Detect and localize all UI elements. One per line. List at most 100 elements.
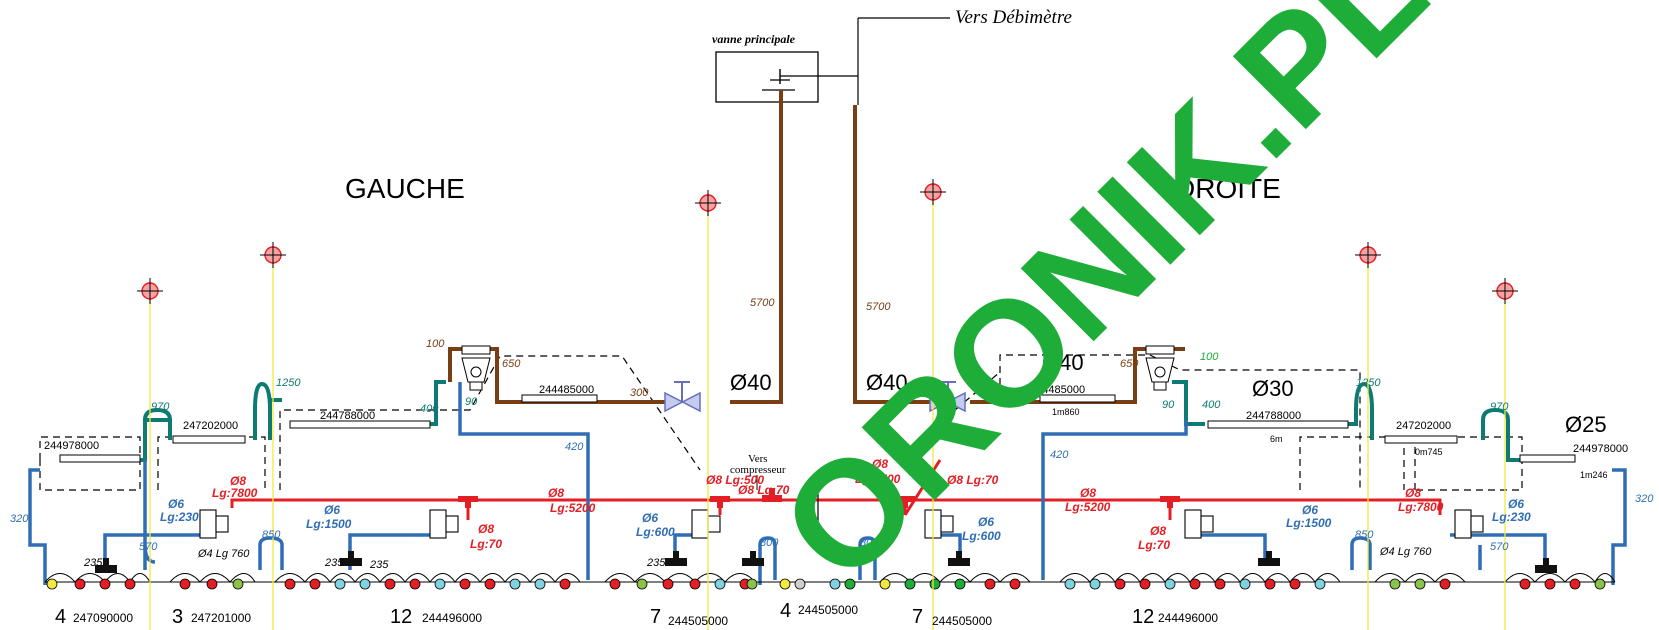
length-420-left: 420	[565, 441, 584, 453]
blue-o6-600-right: Ø6	[978, 515, 994, 529]
reference-lines	[149, 195, 1506, 630]
length-850-right: 850	[1355, 529, 1374, 541]
red-lg7800-right: Lg:7800	[1398, 500, 1444, 514]
cylinders	[59, 394, 1576, 463]
blue-lg600-right: Lg:600	[962, 529, 1001, 543]
red-o8-70-right-small: Ø8	[1150, 524, 1166, 538]
part-244485000-left: 244485000	[539, 384, 594, 396]
target-markers	[137, 179, 1518, 304]
length-800-left: 800	[760, 537, 779, 549]
side-title-left: GAUCHE	[345, 173, 465, 204]
length-1250-right: 1250	[1356, 377, 1381, 389]
red-o8-5200-left: Ø8	[548, 486, 564, 500]
length-800-right: 800	[860, 537, 879, 549]
blue-lg600-left: Lg:600	[636, 525, 675, 539]
compressor-label-line2: compresseur	[730, 464, 786, 476]
target-icon	[695, 190, 721, 216]
length-235-b: 235	[324, 557, 344, 569]
brown-main-pipes	[448, 90, 1185, 404]
part-247202000-left: 247202000	[183, 420, 238, 432]
group-count-4: 7	[650, 606, 661, 628]
length-570-right: 570	[1490, 541, 1509, 553]
red-o8-3500: Ø8	[872, 457, 888, 471]
part-244978000-left: 244978000	[44, 440, 99, 452]
length-5700-right: 5700	[866, 301, 891, 313]
blue-o6-600-left: Ø6	[642, 511, 658, 525]
group-ref-7: 244496000	[1158, 611, 1218, 625]
side-title-right: DROITE	[1175, 173, 1281, 204]
length-970-right: 970	[1490, 401, 1509, 413]
o4-left: Ø4 Lg 760	[197, 548, 250, 560]
o4-right: Ø4 Lg 760	[1379, 546, 1432, 558]
red-lg5200-right: Lg:5200	[1065, 500, 1111, 514]
group-count-7: 12	[1132, 606, 1154, 628]
target-icon	[1492, 278, 1518, 304]
main-valve	[715, 17, 950, 105]
black-fittings	[95, 551, 1557, 573]
group-count-3: 12	[390, 606, 412, 628]
length-100-right: 100	[1200, 351, 1219, 363]
blue-o6-230-left: Ø6	[168, 497, 184, 511]
red-o8-70-center: Ø8 Lg:70	[738, 483, 790, 497]
group-count-5: 4	[780, 600, 791, 622]
group-ref-2: 247201000	[191, 611, 251, 625]
target-icon	[260, 242, 286, 268]
length-650-left: 650	[502, 358, 521, 370]
blue-lg230-left: Lg:230	[160, 510, 199, 524]
group-ref-5: 244505000	[798, 603, 858, 617]
length-300-right: 300	[986, 387, 1005, 399]
blue-o6-230-right: Ø6	[1508, 497, 1524, 511]
length-400-left: 400	[420, 403, 439, 415]
red-o8-7800-right: Ø8	[1405, 486, 1421, 500]
part-244788000-right: 244788000	[1246, 410, 1301, 422]
part-244485000-right: 244485000	[1030, 384, 1085, 396]
valve-label: vanne principale	[712, 32, 796, 46]
part-sub-6m: 6m	[1270, 434, 1283, 444]
group-ref-6: 244505000	[932, 614, 992, 628]
group-ref-3: 244496000	[422, 611, 482, 625]
ball-valve-right	[929, 381, 966, 413]
filter-left	[461, 345, 491, 391]
red-lg70-right-small: Lg:70	[1138, 538, 1170, 552]
part-sub-0m745: 0m745	[1415, 447, 1443, 457]
red-o8-7800-left: Ø8	[230, 474, 246, 488]
part-244978000-right: 244978000	[1573, 443, 1628, 455]
red-o8-5200-right: Ø8	[1080, 486, 1096, 500]
length-570-left: 570	[139, 541, 158, 553]
blue-o6-1500-left: Ø6	[324, 503, 340, 517]
part-244788000-left: 244788000	[320, 410, 375, 422]
length-300-left: 300	[630, 387, 649, 399]
diameter-main-left: Ø40	[730, 370, 772, 395]
diameter-main-right: Ø40	[866, 370, 908, 395]
blue-lg230-right: Lg:230	[1492, 510, 1531, 524]
length-1250-left: 1250	[276, 377, 301, 389]
length-90-left: 90	[465, 396, 478, 408]
length-650-right: 650	[1120, 358, 1139, 370]
length-850-left: 850	[262, 529, 281, 541]
length-5700-left: 5700	[750, 297, 775, 309]
blue-o6-1500-right: Ø6	[1302, 503, 1318, 517]
teal-pipes	[140, 380, 1520, 462]
length-970-left: 970	[151, 401, 170, 413]
length-420-right: 420	[1050, 449, 1069, 461]
flow-meter-label: Vers Débimètre	[955, 7, 1072, 28]
length-100-left: 100	[426, 338, 445, 350]
blue-lg1500-left: Lg:1500	[306, 517, 352, 531]
part-sub-1m246: 1m246	[1580, 470, 1608, 480]
length-235-d: 235	[646, 557, 666, 569]
nozzles	[46, 578, 1606, 590]
blue-lg1500-right: Lg:1500	[1286, 516, 1332, 530]
red-tees	[458, 488, 1180, 508]
red-lg3500: Lg:3500	[855, 472, 901, 486]
part-247202000-right: 247202000	[1396, 420, 1451, 432]
target-icon	[1355, 242, 1381, 268]
group-count-1: 4	[55, 606, 66, 628]
length-320-right: 320	[1635, 493, 1654, 505]
group-ref-4: 244505000	[668, 614, 728, 628]
red-lg70-left-small: Lg:70	[470, 537, 502, 551]
target-icon	[137, 278, 163, 304]
red-o8-70-right: Ø8 Lg:70	[947, 473, 999, 487]
solenoid-valves	[199, 509, 1484, 539]
ball-valve-left	[664, 381, 701, 413]
